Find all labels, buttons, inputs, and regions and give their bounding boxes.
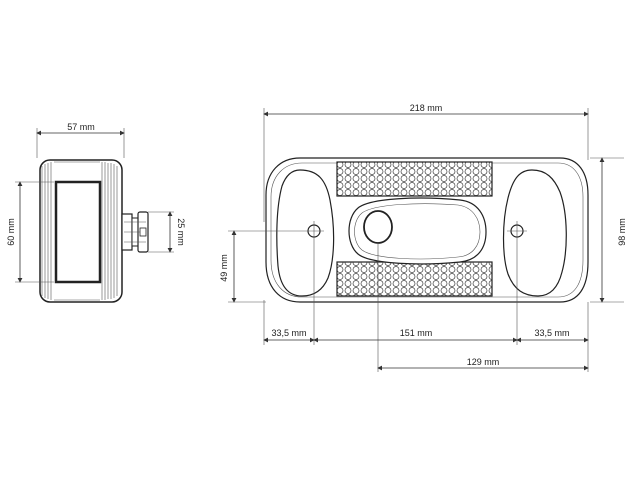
connector: [121, 211, 149, 253]
dim-hole-height: 49 mm: [219, 254, 229, 282]
left-lamp-lens: [276, 169, 335, 297]
dim-hole-spacing: 151 mm: [400, 328, 433, 338]
center-lens-bulb: [363, 210, 393, 244]
dim-total-height: 98 mm: [617, 218, 627, 246]
right-mount-hole: [507, 221, 527, 241]
dim-connector: 25 mm: [176, 218, 186, 246]
dim-left-offset: 33,5 mm: [271, 328, 306, 338]
dim-lens-to-edge: 129 mm: [467, 357, 500, 367]
left-mount-hole: [304, 221, 324, 241]
side-view: 57 mm 60 mm 25 mm: [6, 122, 186, 303]
bottom-reflector: [336, 261, 493, 297]
side-ribs: [41, 161, 118, 301]
top-reflector: [336, 161, 493, 197]
dim-side-width: 57 mm: [67, 122, 95, 132]
dim-total-width: 218 mm: [410, 103, 443, 113]
dim-side-height: 60 mm: [6, 218, 16, 246]
side-lens-window: [54, 180, 102, 284]
front-view: 218 mm 98 mm 49 mm 33,5 mm 151 mm 33,5 m…: [219, 103, 627, 372]
dim-right-offset: 33,5 mm: [534, 328, 569, 338]
right-lamp-lens: [502, 169, 567, 297]
front-housing-inner: [270, 162, 584, 298]
